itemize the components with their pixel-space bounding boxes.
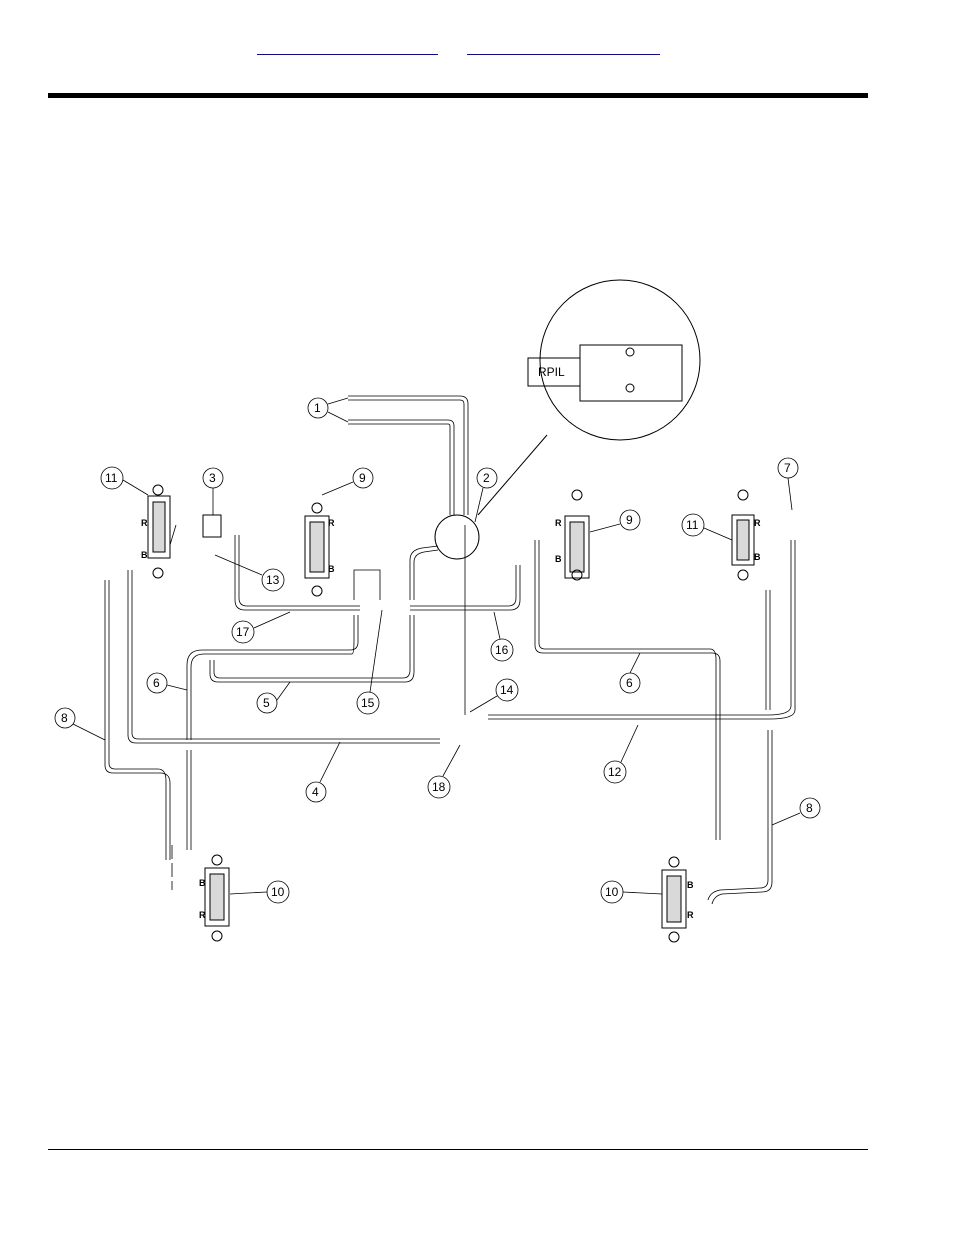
svg-text:10: 10 xyxy=(271,885,285,899)
svg-text:12: 12 xyxy=(608,765,622,779)
svg-text:R: R xyxy=(754,518,761,528)
svg-text:8: 8 xyxy=(61,711,68,725)
valve-detail-small xyxy=(435,515,479,559)
svg-text:R: R xyxy=(141,518,148,528)
callout-7: 7 xyxy=(778,458,798,510)
svg-text:B: B xyxy=(199,878,206,888)
svg-text:R: R xyxy=(199,910,206,920)
cylinder-11-right xyxy=(732,490,754,580)
callout-8-right: 8 xyxy=(772,798,820,825)
detail-label: RPIL xyxy=(538,365,565,379)
callout-14: 14 xyxy=(470,679,518,712)
svg-text:14: 14 xyxy=(500,683,514,697)
svg-text:B: B xyxy=(328,564,335,574)
svg-text:9: 9 xyxy=(359,471,366,485)
svg-text:4: 4 xyxy=(312,785,319,799)
svg-text:13: 13 xyxy=(266,573,280,587)
callout-11-right: 11 xyxy=(682,514,732,540)
callout-12: 12 xyxy=(604,725,638,783)
callout-10-right: 10 xyxy=(601,881,662,903)
callout-13: 13 xyxy=(215,555,284,591)
cylinder-9-right xyxy=(565,490,589,580)
svg-text:R: R xyxy=(555,518,562,528)
svg-text:11: 11 xyxy=(105,471,118,485)
cylinder-10-right xyxy=(662,857,686,942)
header-link-1[interactable] xyxy=(257,36,438,55)
callout-4: 4 xyxy=(306,742,340,802)
svg-text:3: 3 xyxy=(209,471,216,485)
valve-block xyxy=(203,515,221,537)
svg-text:6: 6 xyxy=(626,676,633,690)
svg-text:R: R xyxy=(328,518,335,528)
svg-text:8: 8 xyxy=(806,801,813,815)
callout-3: 3 xyxy=(203,468,223,515)
cylinder-9-left xyxy=(305,503,329,596)
svg-text:9: 9 xyxy=(626,513,633,527)
callout-17: 17 xyxy=(232,612,290,643)
svg-text:5: 5 xyxy=(263,696,270,710)
svg-text:B: B xyxy=(555,554,562,564)
header-rule xyxy=(48,93,868,98)
callout-16: 16 xyxy=(491,612,513,661)
callout-6-left: 6 xyxy=(147,673,187,693)
callout-15: 15 xyxy=(357,610,382,714)
svg-text:B: B xyxy=(754,552,761,562)
svg-text:18: 18 xyxy=(432,780,446,794)
svg-text:B: B xyxy=(687,880,694,890)
svg-text:6: 6 xyxy=(153,676,160,690)
detail-view: RPIL xyxy=(478,280,700,515)
svg-text:B: B xyxy=(141,550,148,560)
svg-text:7: 7 xyxy=(784,461,791,475)
callout-9-right: 9 xyxy=(590,510,640,532)
callout-1: 1 xyxy=(308,398,348,422)
callout-8-left: 8 xyxy=(55,708,105,740)
svg-text:1: 1 xyxy=(314,401,321,415)
footer-rule xyxy=(48,1149,868,1150)
header-link-2[interactable] xyxy=(467,36,660,55)
hydraulic-diagram: RPIL xyxy=(50,270,830,950)
cylinder-11-left xyxy=(148,485,170,578)
svg-text:11: 11 xyxy=(686,518,699,532)
svg-text:R: R xyxy=(687,910,694,920)
svg-text:15: 15 xyxy=(361,696,375,710)
svg-text:16: 16 xyxy=(495,643,509,657)
callout-18: 18 xyxy=(428,745,460,798)
svg-text:10: 10 xyxy=(605,885,619,899)
callout-6-right: 6 xyxy=(620,653,640,693)
callout-11-left: 11 xyxy=(101,467,148,495)
svg-text:17: 17 xyxy=(236,625,250,639)
callout-10-left: 10 xyxy=(230,881,289,903)
cylinder-10-left xyxy=(205,855,229,941)
svg-text:2: 2 xyxy=(483,471,490,485)
callout-9-left: 9 xyxy=(322,468,373,495)
callout-5: 5 xyxy=(257,682,290,713)
